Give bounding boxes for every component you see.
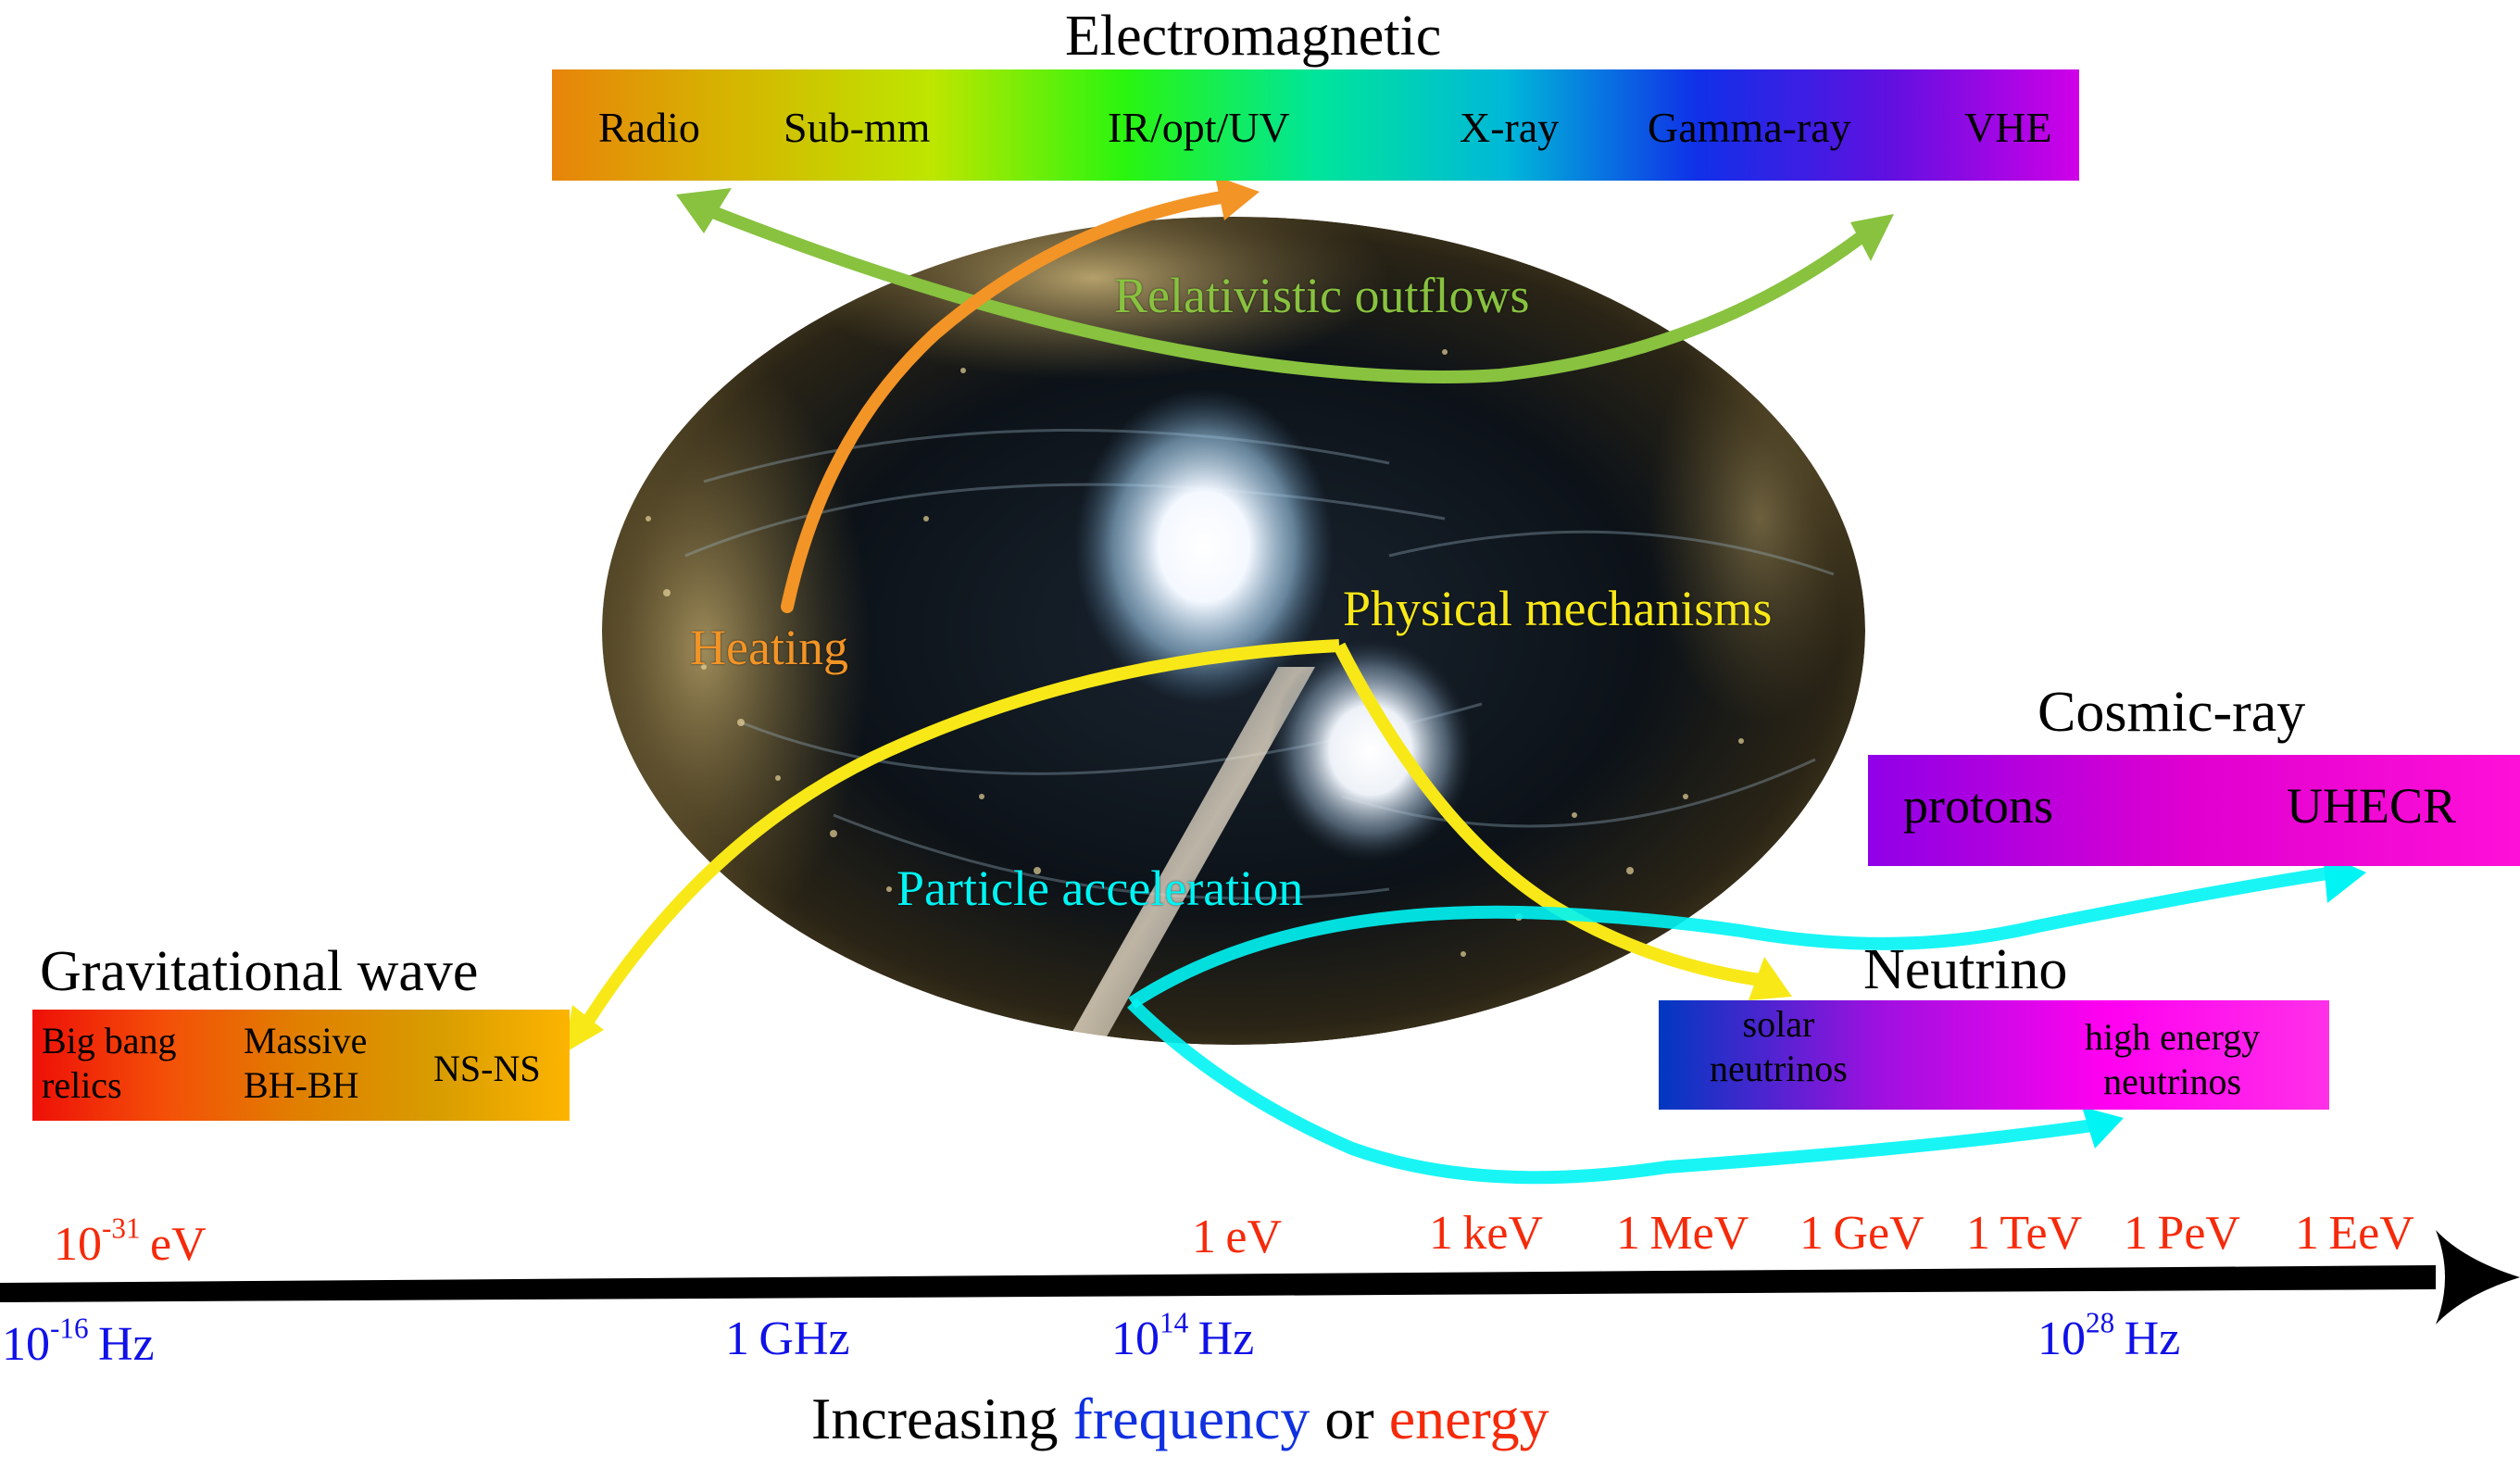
- gravitational-wave-band: Big bang relics Massive BH-BH NS-NS: [32, 1010, 570, 1121]
- physical-mechanisms-label: Physical mechanisms: [1343, 581, 1773, 636]
- energy-tick-1-pev: 1 PeV: [2124, 1207, 2240, 1260]
- frequency-tick-1-ghz: 1 GHz: [725, 1312, 850, 1365]
- energy-axis-arrow: [0, 1230, 2520, 1325]
- energy-tick-1-mev: 1 MeV: [1616, 1207, 1749, 1260]
- cr-uhecr-label: UHECR: [2287, 778, 2457, 834]
- em-vhe-label: VHE: [1964, 104, 2052, 151]
- em-xray-label: X-ray: [1460, 104, 1560, 151]
- caption-middle: or: [1310, 1386, 1389, 1451]
- energy-tick-1-kev: 1 keV: [1429, 1207, 1544, 1260]
- heating-label: Heating: [690, 620, 848, 675]
- energy-tick-1-eev: 1 EeV: [2295, 1207, 2414, 1260]
- caption-frequency: frequency: [1072, 1386, 1310, 1451]
- caption-energy: energy: [1388, 1386, 1549, 1451]
- em-gamma-ray-label: Gamma-ray: [1648, 104, 1851, 151]
- energy-tick-1-ev: 1 eV: [1192, 1211, 1283, 1263]
- neutrino-band: solar neutrinos high energy neutrinos: [1659, 1000, 2329, 1110]
- energy-tick-1-tev: 1 TeV: [1966, 1207, 2083, 1260]
- nu-high-energy-neutrinos-label: high energy neutrinos: [2085, 1016, 2261, 1102]
- em-ir-opt-uv-label: IR/opt/UV: [1108, 104, 1290, 151]
- gw-ns-ns-label: NS-NS: [433, 1048, 541, 1089]
- relativistic-outflows-label: Relativistic outflows: [1114, 268, 1530, 323]
- caption-prefix: Increasing: [811, 1386, 1073, 1451]
- gw-big-bang-relics-label: Big bang relics: [42, 1020, 177, 1106]
- frequency-tick-1e14-hz: 1014 Hz: [1111, 1306, 1255, 1365]
- neutrino-title: Neutrino: [1863, 938, 2068, 1001]
- cr-protons-label: protons: [1903, 778, 2053, 834]
- electromagnetic-band: Radio Sub-mm IR/opt/UV X-ray Gamma-ray V…: [552, 69, 2079, 181]
- gw-massive-bh-bh-label: Massive BH-BH: [244, 1020, 368, 1106]
- energy-tick-1e-31-ev: 10-31 eV: [54, 1212, 207, 1271]
- particle-acceleration-arrows: [1127, 853, 2366, 1185]
- nu-solar-neutrinos-label: solar neutrinos: [1710, 1003, 1848, 1089]
- frequency-tick-1e-16-hz: 10-16 Hz: [2, 1312, 155, 1371]
- relativistic-outflows-arrow: [676, 188, 1894, 384]
- heating-arrow: [781, 176, 1260, 613]
- energy-tick-1-gev: 1 GeV: [1799, 1207, 1924, 1260]
- em-submm-label: Sub-mm: [784, 104, 931, 151]
- frequency-tick-1e28-hz: 1028 Hz: [2037, 1306, 2181, 1365]
- cosmic-ray-title: Cosmic-ray: [2037, 681, 2306, 744]
- axis-caption: Increasing frequency or energy: [811, 1389, 1549, 1449]
- physical-mechanisms-arrows: [564, 639, 1792, 1053]
- particle-acceleration-label: Particle acceleration: [896, 860, 1304, 916]
- cosmic-ray-band: protons UHECR: [1868, 755, 2520, 866]
- electromagnetic-title: Electromagnetic: [1065, 5, 1442, 68]
- em-radio-label: Radio: [598, 104, 700, 151]
- gravitational-wave-title: Gravitational wave: [40, 940, 479, 1003]
